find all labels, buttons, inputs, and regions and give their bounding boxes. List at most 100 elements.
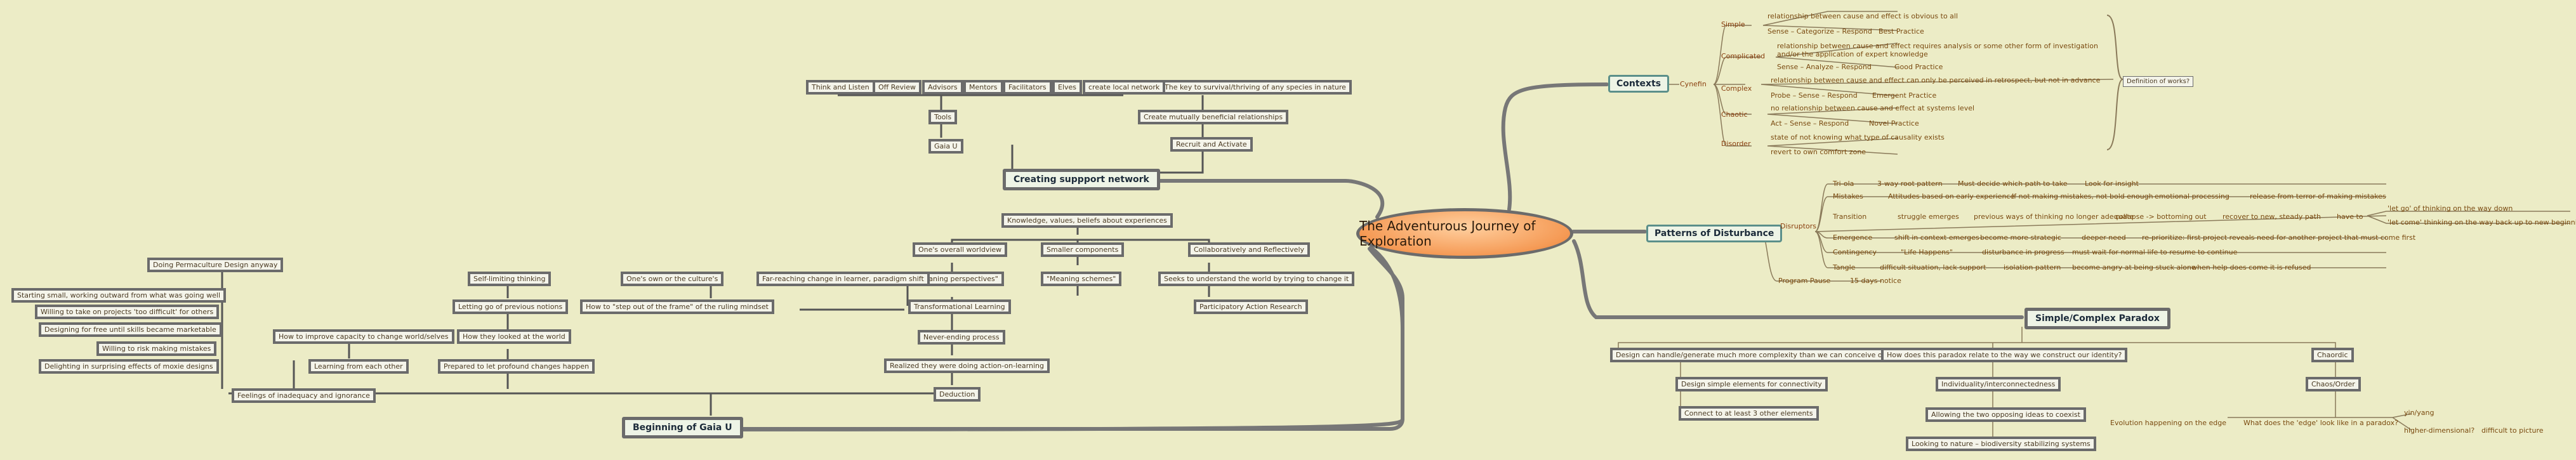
complex[interactable]: Complex	[1721, 84, 1752, 93]
starting-small[interactable]: Starting small, working outward from wha…	[11, 288, 227, 303]
chaos-order[interactable]: Chaos/Order	[2306, 377, 2361, 391]
allowing-coexist[interactable]: Allowing the two opposing ideas to coexi…	[1925, 407, 2086, 422]
how-does-paradox[interactable]: How does this paradox relate to the way …	[1881, 348, 2128, 362]
key-survival[interactable]: The key to survival/thriving of any spec…	[1159, 80, 1352, 95]
far-reaching-change[interactable]: Far-reaching change in learner, paradigm…	[756, 272, 930, 286]
tool-facilitators[interactable]: Facilitators	[1003, 80, 1052, 95]
participatory-action-research[interactable]: Participatory Action Research	[1194, 299, 1308, 314]
label: Knowledge, values, beliefs about experie…	[1007, 216, 1167, 225]
tangle: Tangle	[1833, 263, 1856, 272]
create-relationships[interactable]: Create mutually beneficial relationships	[1138, 110, 1289, 124]
label: Simple	[1721, 20, 1745, 29]
ones-own-culture[interactable]: One's own or the culture's	[621, 272, 724, 286]
label: Beginning of Gaia U	[633, 423, 732, 433]
label: Tools	[934, 113, 952, 121]
contexts[interactable]: Contexts	[1608, 75, 1670, 93]
tool-advisors[interactable]: Advisors	[922, 80, 963, 95]
self-limiting[interactable]: Self-limiting thinking	[468, 272, 552, 286]
improve-capacity[interactable]: How to improve capacity to change world/…	[273, 329, 454, 344]
transformational-learning[interactable]: Transformational Learning	[908, 299, 1011, 314]
seeks-understand[interactable]: Seeks to understand the world by trying …	[1158, 272, 1355, 286]
learning-each-other[interactable]: Learning from each other	[308, 359, 409, 374]
mistakes: Mistakes	[1833, 192, 1863, 200]
label: Off Review	[878, 83, 916, 91]
what-edge: What does the 'edge' look like in a para…	[2243, 419, 2398, 427]
looking-nature[interactable]: Looking to nature – biodiversity stabili…	[1906, 437, 2096, 451]
label: Chaotic	[1721, 110, 1748, 119]
label: Doing Permaculture Design anyway	[153, 261, 278, 269]
complicated[interactable]: Complicated	[1721, 52, 1765, 60]
creating-support-network[interactable]: Creating suppport network	[1003, 169, 1160, 190]
chaotic[interactable]: Chaotic	[1721, 110, 1748, 119]
tool-create-local-network[interactable]: create local network	[1083, 80, 1166, 95]
how-looked-world[interactable]: How they looked at the world	[457, 329, 571, 344]
label: Definition of works?	[2127, 78, 2190, 85]
transition-recover: recover to new, steady path	[2223, 213, 2321, 221]
tool-off-review[interactable]: Off Review	[873, 80, 921, 95]
definition-works[interactable]: Definition of works?	[2123, 76, 2194, 87]
prepared-changes[interactable]: Prepared to let profound changes happen	[438, 359, 595, 374]
willing-take-projects[interactable]: Willing to take on projects 'too difficu…	[35, 305, 220, 319]
feelings-inadequacy[interactable]: Feelings of inadequacy and ignorance	[232, 388, 376, 403]
letting-go-notions[interactable]: Letting go of previous notions	[452, 299, 569, 314]
tool-mentors[interactable]: Mentors	[963, 80, 1003, 95]
beginning-gaia-u[interactable]: Beginning of Gaia U	[622, 417, 743, 438]
contingency-life: "Life Happens"	[1901, 248, 1953, 256]
label: Individuality/interconnectedness	[1941, 380, 2056, 388]
disorder[interactable]: Disorder	[1721, 140, 1751, 148]
design-simple[interactable]: Design simple elements for connectivity	[1675, 377, 1828, 391]
simple-complex-paradox[interactable]: Simple/Complex Paradox	[2024, 308, 2170, 329]
complex-emergent: Emergent Practice	[1872, 91, 1937, 100]
individuality[interactable]: Individuality/interconnectedness	[1936, 377, 2061, 391]
willing-risk[interactable]: Willing to risk making mistakes	[96, 341, 217, 356]
emergence-shift: shift in context emerges	[1894, 233, 1979, 242]
contingency: Contingency	[1833, 248, 1877, 256]
recruit-activate[interactable]: Recruit and Activate	[1170, 137, 1253, 152]
collaboratively[interactable]: Collaboratively and Reflectively	[1188, 242, 1311, 257]
tools[interactable]: Tools	[928, 110, 958, 124]
designing-free[interactable]: Designing for free until skills became m…	[39, 322, 222, 337]
mistakes-release: release from terror of making mistakes	[2250, 192, 2386, 200]
deduction[interactable]: Deduction	[934, 387, 981, 402]
label: The key to survival/thriving of any spec…	[1165, 83, 1346, 91]
simple[interactable]: Simple	[1721, 20, 1745, 29]
knowledge-values[interactable]: Knowledge, values, beliefs about experie…	[1001, 213, 1173, 228]
tangle-difficult: difficult situation, lack support	[1880, 263, 1986, 272]
meaning-perspectives[interactable]: "Meaning perspectives"	[909, 272, 1004, 286]
disruptors[interactable]: Disruptors	[1780, 222, 1816, 230]
patterns-of-disturbance[interactable]: Patterns of Disturbance	[1646, 225, 1783, 242]
central-topic[interactable]: The Adventurous Journey of Exploration	[1356, 208, 1573, 259]
label: Design can handle/generate much more com…	[1616, 351, 1912, 359]
label: Feelings of inadequacy and ignorance	[237, 391, 370, 400]
overall-worldview[interactable]: One's overall worldview	[913, 242, 1008, 257]
triage-insight: Look for insight	[2085, 180, 2139, 188]
transition: Transition	[1833, 213, 1867, 221]
label: One's own or the culture's	[626, 275, 718, 283]
cynefin[interactable]: Cynefin	[1680, 80, 1707, 88]
tangle-refused: when help does come it is refused	[2191, 263, 2311, 272]
label: create local network	[1088, 83, 1160, 91]
step-out-frame[interactable]: How to "step out of the frame" of the ru…	[580, 299, 774, 314]
delighting[interactable]: Delighting in surprising effects of moxi…	[39, 359, 219, 374]
never-ending-process[interactable]: Never-ending process	[918, 330, 1005, 345]
design-handle[interactable]: Design can handle/generate much more com…	[1610, 348, 1917, 362]
tool-elves[interactable]: Elves	[1052, 80, 1083, 95]
triage-decide: Must decide which path to take	[1958, 180, 2068, 188]
label: "Meaning perspectives"	[915, 275, 998, 283]
chaordic[interactable]: Chaordic	[2311, 348, 2354, 362]
smaller-components[interactable]: Smaller components	[1041, 242, 1125, 257]
label: Gaia U	[934, 142, 958, 150]
gaia-u-tool[interactable]: Gaia U	[928, 139, 963, 154]
label: How to "step out of the frame" of the ru…	[586, 303, 769, 311]
simple-best: Best Practice	[1879, 27, 1924, 36]
meaning-schemes[interactable]: "Meaning schemes"	[1041, 272, 1122, 286]
label: Chaordic	[2317, 351, 2348, 359]
doing-permaculture[interactable]: Doing Permaculture Design anyway	[147, 258, 284, 272]
connect-three[interactable]: Connect to at least 3 other elements	[1679, 406, 1819, 421]
realized-action-learning[interactable]: Realized they were doing action-on-learn…	[884, 358, 1050, 373]
complicated-sense: Sense – Analyze – Respond	[1777, 63, 1872, 71]
yin-yang: yin/yang	[2404, 409, 2434, 417]
complicated-relationship: relationship between cause and effect re…	[1777, 42, 2098, 58]
central-topic-label: The Adventurous Journey of Exploration	[1359, 218, 1536, 249]
tool-think-listen[interactable]: Think and Listen	[806, 80, 875, 95]
